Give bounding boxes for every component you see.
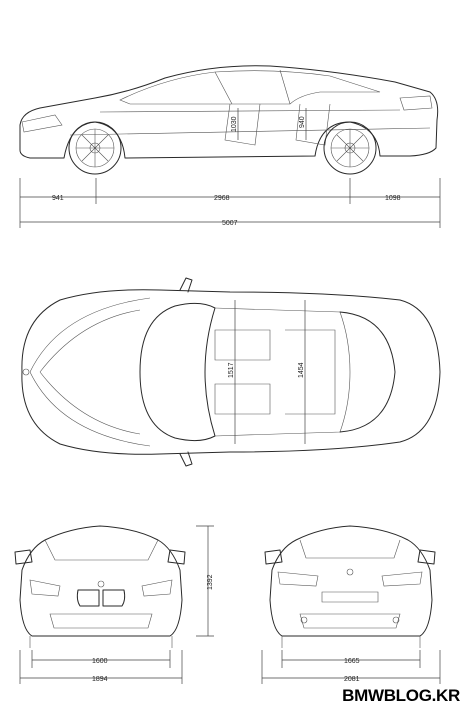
front-track-label: 1600 xyxy=(92,658,108,665)
rear-shoulder-label: 1454 xyxy=(298,362,305,378)
rear-view: 1665 2081 xyxy=(261,525,441,684)
front-shoulder-label: 1517 xyxy=(228,362,235,378)
front-view: 1600 1894 1392 xyxy=(14,525,214,684)
rear-headroom-label: 940 xyxy=(299,116,306,128)
top-view: 1517 1454 xyxy=(21,277,441,467)
height-label: 1392 xyxy=(207,574,214,590)
watermark-logo: BMWBLOG.KR xyxy=(342,686,460,705)
wheelbase-label: 2968 xyxy=(214,195,230,202)
rear-track-label: 1665 xyxy=(344,658,360,665)
side-view: 1030 940 941 2968 1098 5007 xyxy=(19,65,441,228)
front-overhang-label: 941 xyxy=(52,195,64,202)
front-headroom-label: 1030 xyxy=(231,116,238,132)
overall-width-label: 1894 xyxy=(92,676,108,683)
rear-overhang-label: 1098 xyxy=(385,195,401,202)
overall-length-label: 5007 xyxy=(222,220,238,227)
mirror-width-label: 2081 xyxy=(344,676,360,683)
